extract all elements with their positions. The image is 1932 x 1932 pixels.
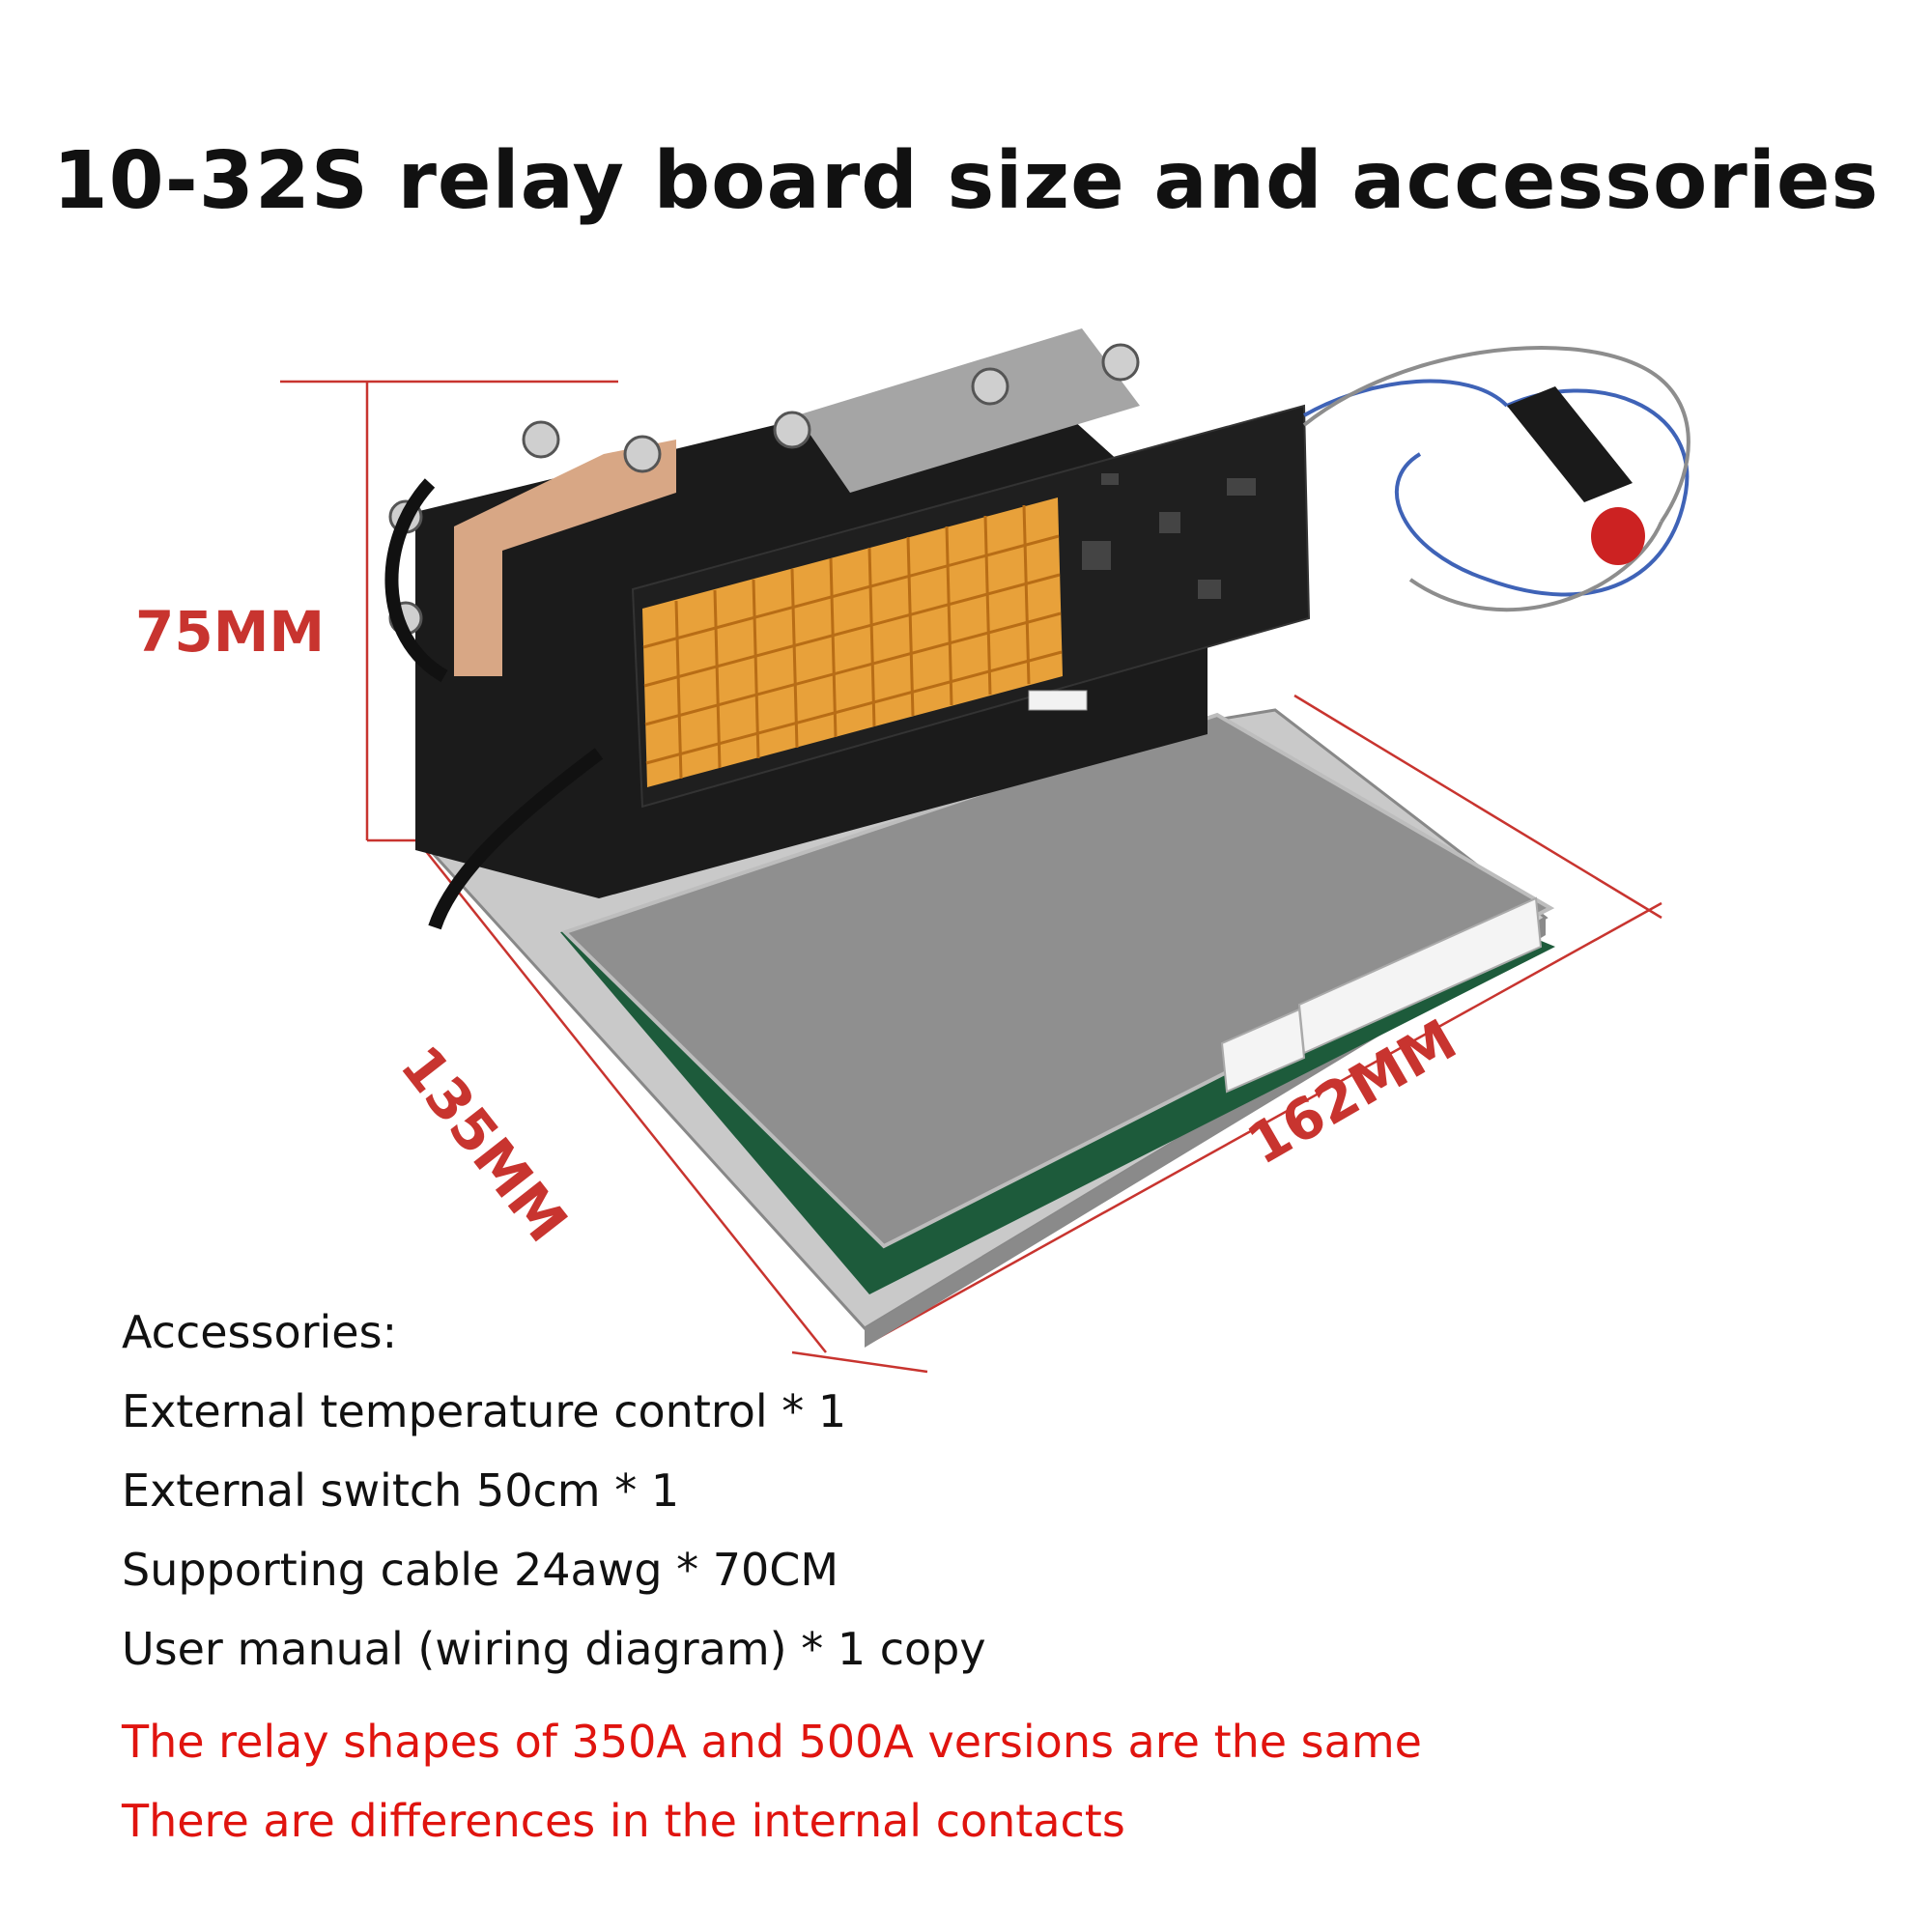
- external-switch-cable: [1302, 346, 1690, 612]
- note-line: The relay shapes of 350A and 500A versio…: [122, 1716, 1422, 1768]
- version-notes: The relay shapes of 350A and 500A versio…: [122, 1702, 1422, 1861]
- accessories-heading: Accessories:: [122, 1306, 398, 1358]
- temp-connector: [1220, 1008, 1306, 1094]
- terminal-bolts: [388, 343, 1140, 636]
- list-item: External switch 50cm * 1: [122, 1464, 680, 1517]
- red-push-button: [1507, 386, 1645, 565]
- list-item: Supporting cable 24awg * 70CM: [122, 1544, 839, 1596]
- list-item: External temperature control * 1: [122, 1385, 847, 1437]
- copper-busbar: [454, 440, 676, 676]
- list-item: User manual (wiring diagram) * 1 copy: [122, 1623, 986, 1675]
- heatsink: [642, 497, 1063, 787]
- accessories-list: Accessories: External temperature contro…: [122, 1293, 1861, 1689]
- height-dimension-label: 75MM: [135, 599, 326, 665]
- page-title: 10-32S relay board size and accessories: [52, 135, 1880, 227]
- note-line: There are differences in the internal co…: [122, 1795, 1125, 1847]
